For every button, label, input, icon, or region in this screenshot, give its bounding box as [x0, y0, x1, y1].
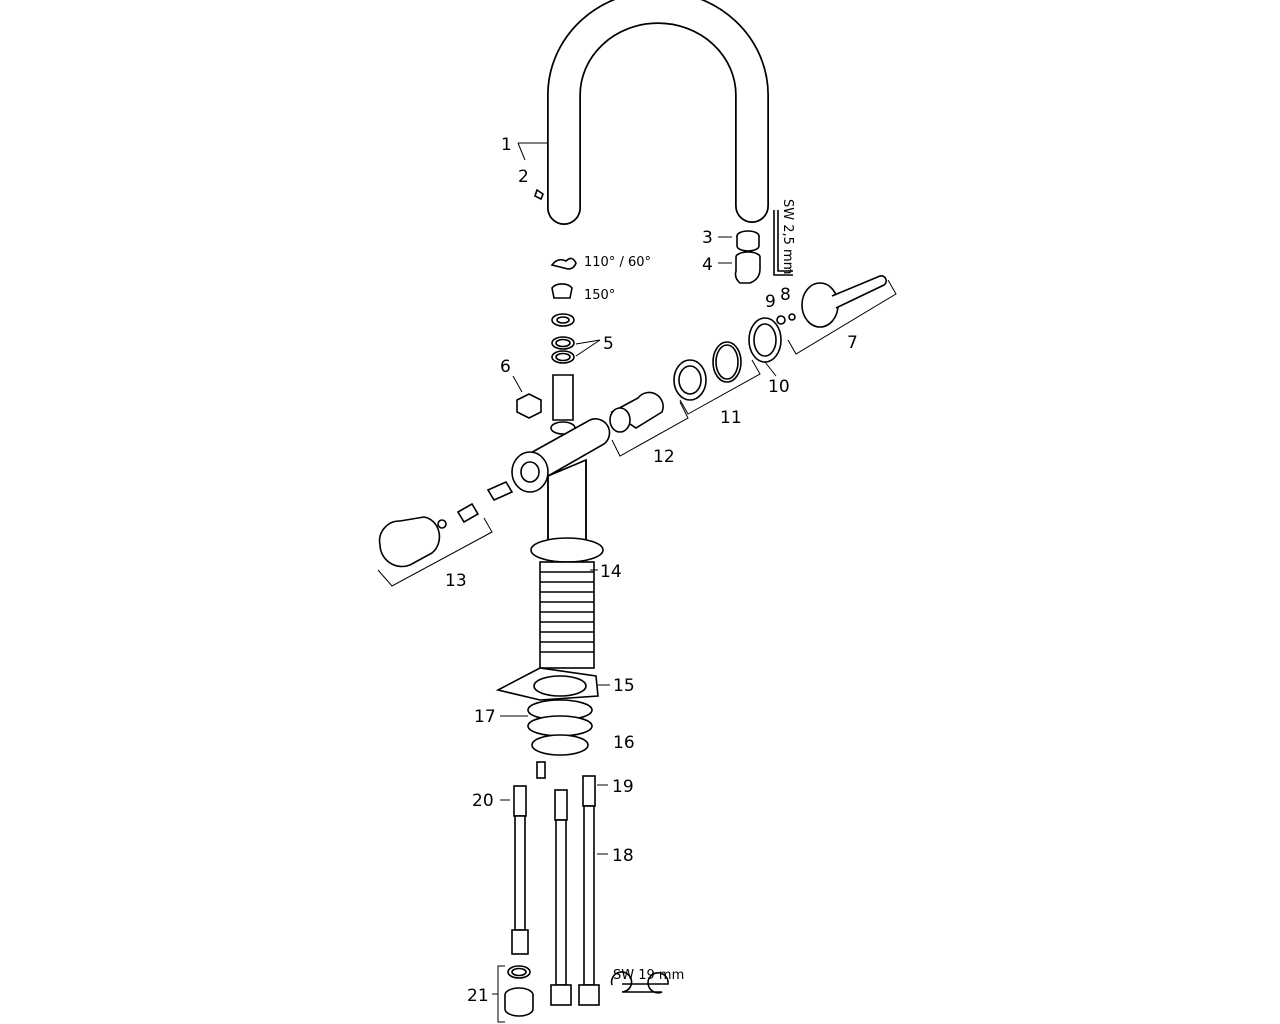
part-label-16: 16	[613, 733, 635, 753]
part-label-13: 13	[445, 571, 467, 591]
part-label-10: 10	[768, 377, 790, 397]
seals-part-21	[504, 965, 534, 1017]
part-label-18: 18	[612, 846, 634, 866]
hose-part-20	[511, 785, 529, 955]
o-rings-part-5	[551, 313, 575, 364]
hex-key-size-label: SW 2,5 mm	[780, 199, 795, 274]
hex-key-icon	[773, 210, 793, 276]
part-label-1: 1	[501, 135, 512, 155]
aerator-part-3	[736, 230, 760, 252]
screw-part-9	[776, 315, 786, 325]
wrench-icon	[610, 971, 669, 994]
part-label-5: 5	[603, 334, 614, 354]
fixing-nut-part-16-17	[527, 699, 593, 756]
part-label-2: 2	[518, 167, 529, 187]
part-label-6: 6	[500, 357, 511, 377]
cap-part-8	[788, 313, 796, 321]
angle-label-150: 150°	[584, 288, 615, 303]
part-label-9: 9	[765, 292, 776, 312]
aerator-housing-part-4	[734, 251, 761, 284]
wrench-size-label: SW 19 mm	[613, 968, 684, 983]
part-label-8: 8	[780, 285, 791, 305]
part-label-3: 3	[702, 228, 713, 248]
handle-part-7	[801, 275, 887, 328]
angle-label-110-60: 110° / 60°	[584, 255, 651, 270]
part-label-14: 14	[600, 562, 622, 582]
part-label-7: 7	[847, 333, 858, 353]
part-label-20: 20	[472, 791, 494, 811]
part-label-19: 19	[612, 777, 634, 797]
sleeve-part-10	[748, 317, 782, 363]
set-screw-part-2	[534, 188, 544, 201]
spout-part-1	[547, 0, 769, 225]
mounting-plate-part-15	[495, 667, 599, 701]
part-label-17: 17	[474, 707, 496, 727]
part-label-11: 11	[720, 408, 742, 428]
nut-part-6	[516, 393, 542, 419]
screw-icon	[536, 761, 546, 779]
angle-limiter-150-icon	[551, 283, 573, 299]
hose-part-18	[550, 775, 600, 1006]
threaded-shank-part-14	[530, 537, 604, 669]
part-label-15: 15	[613, 676, 635, 696]
part-label-21: 21	[467, 986, 489, 1006]
mixer-body	[511, 374, 611, 546]
cartridge-part-12	[609, 391, 664, 433]
angle-limiter-110-60-icon	[550, 257, 577, 270]
bonnet-part-11	[673, 341, 742, 401]
part-label-4: 4	[702, 255, 713, 275]
side-valve-part-13	[378, 480, 514, 568]
part-label-12: 12	[653, 447, 675, 467]
